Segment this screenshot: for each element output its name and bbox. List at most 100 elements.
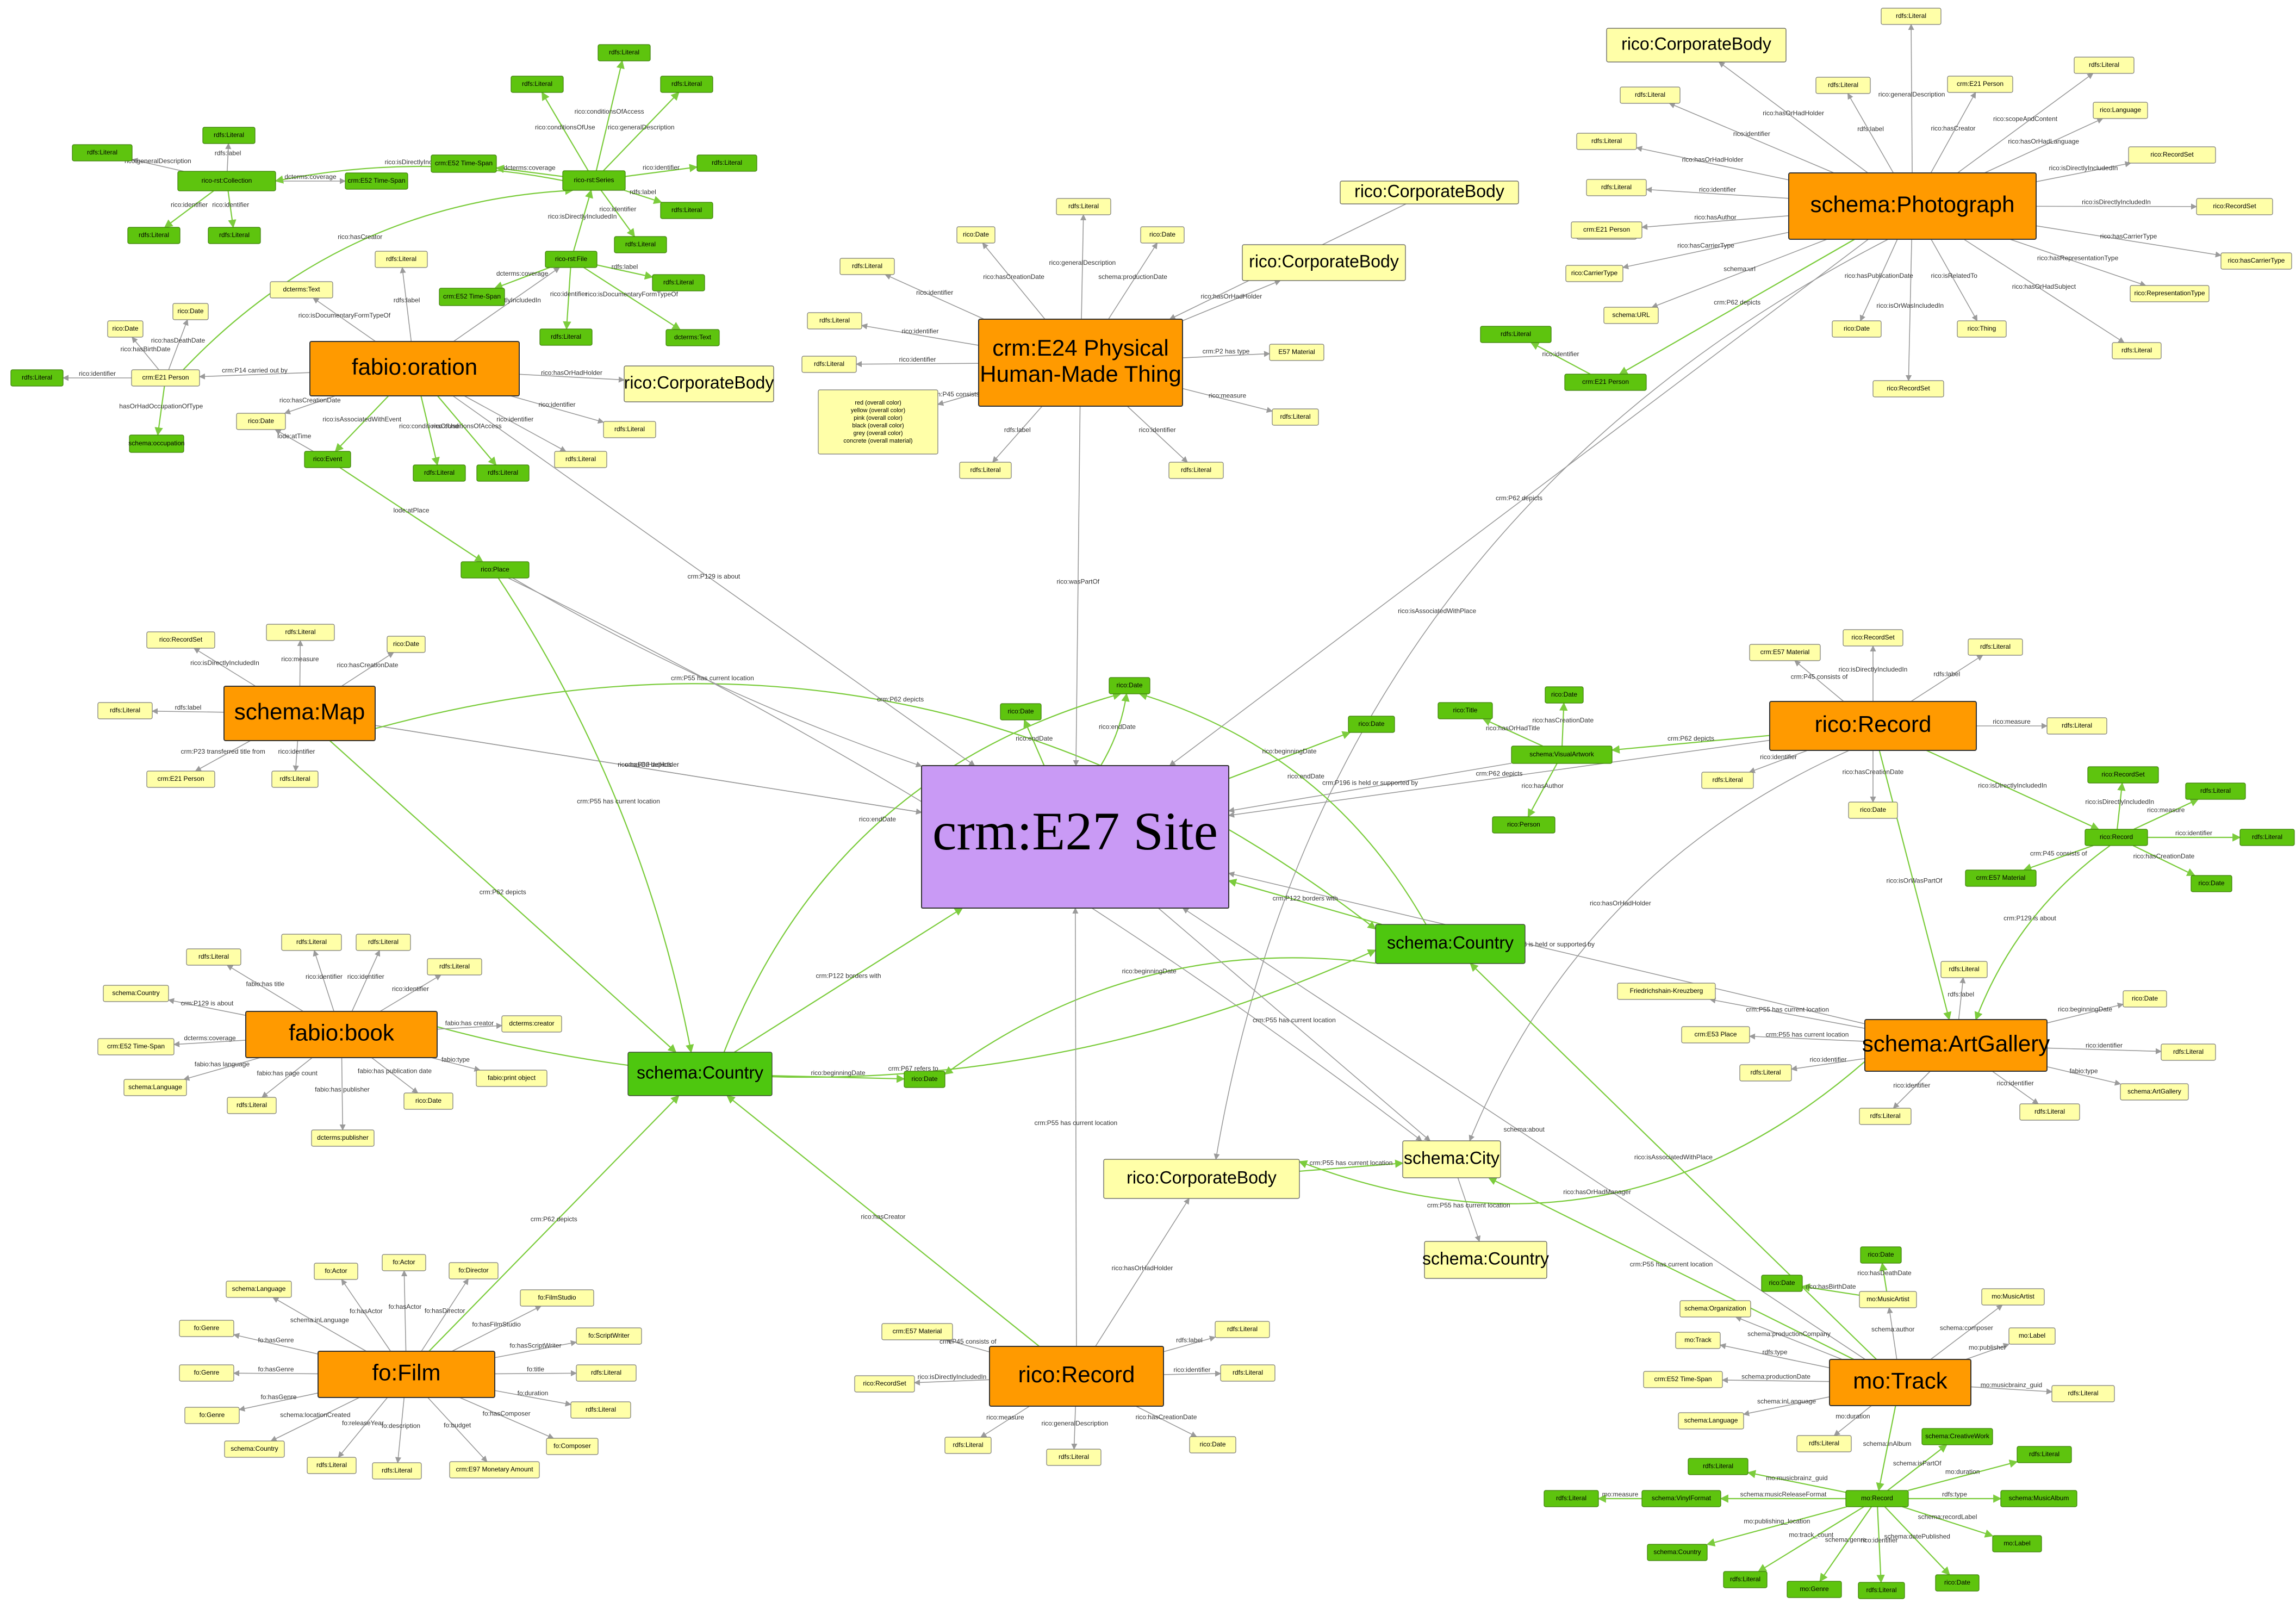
node-r_date_g[interactable]: rico:Date (2191, 875, 2232, 892)
node-e_l1[interactable]: rdfs:Literal (1056, 198, 1111, 215)
node-t_rec[interactable]: mo:Record (1845, 1490, 1909, 1507)
node-record1[interactable]: rico:Record (1769, 701, 1977, 751)
node-corpTop[interactable]: rico:CorporateBody (1340, 181, 1519, 204)
node-o_s_ts[interactable]: crm:E52 Time-Span (431, 154, 497, 173)
node-va_person[interactable]: rico:Person (1492, 816, 1555, 834)
node-map[interactable]: schema:Map (223, 686, 376, 741)
node-f_country[interactable]: schema:Country (224, 1440, 285, 1458)
node-t_lg1[interactable]: rdfs:Literal (1688, 1458, 1749, 1475)
node-b_l5[interactable]: rdfs:Literal (227, 1097, 277, 1114)
node-m_l3[interactable]: rdfs:Literal (271, 771, 319, 788)
node-o_series[interactable]: rico-rst:Series (562, 170, 626, 191)
node-o_l_a[interactable]: rdfs:Literal (413, 464, 466, 482)
node-g_l2[interactable]: rdfs:Literal (1940, 961, 1988, 978)
node-f_studio[interactable]: fo:FilmStudio (520, 1289, 594, 1307)
node-b_ts[interactable]: crm:E52 Time-Span (97, 1038, 175, 1055)
node-oration[interactable]: fabio:oration (309, 341, 520, 396)
node-film[interactable]: fo:Film (318, 1351, 495, 1398)
node-t_date2[interactable]: rico:Date (1860, 1246, 1902, 1264)
node-r_date[interactable]: rico:Date (1848, 802, 1898, 819)
node-p_lang[interactable]: rico:Language (2093, 102, 2148, 119)
node-t_lg4[interactable]: rdfs:Literal (1723, 1571, 1768, 1588)
node-b_creator[interactable]: dcterms:creator (501, 1015, 562, 1033)
node-f_l2[interactable]: rdfs:Literal (570, 1401, 631, 1419)
node-t_ts[interactable]: crm:E52 Time-Span (1643, 1371, 1723, 1388)
node-r_rs[interactable]: rico:RecordSet (1843, 629, 1903, 647)
node-p_rs1[interactable]: rico:RecordSet (2128, 146, 2216, 164)
node-o_coll_l2[interactable]: rdfs:Literal (72, 144, 133, 161)
node-t_l1[interactable]: rdfs:Literal (1796, 1435, 1852, 1452)
node-o_place[interactable]: rico:Place (461, 561, 530, 579)
node-t_org[interactable]: schema:Organization (1679, 1300, 1751, 1318)
node-r2_mat[interactable]: crm:E57 Material (881, 1323, 953, 1340)
node-b_l2[interactable]: rdfs:Literal (281, 934, 342, 951)
node-book[interactable]: fabio:book (245, 1011, 438, 1058)
node-o_coll_l1[interactable]: rdfs:Literal (202, 127, 256, 144)
node-city[interactable]: schema:City (1402, 1140, 1501, 1178)
node-g_l3[interactable]: rdfs:Literal (2161, 1043, 2216, 1061)
node-t_label[interactable]: mo:Label (2008, 1327, 2056, 1345)
node-o_p_occ[interactable]: schema:occupation (128, 434, 185, 453)
node-t_label2[interactable]: mo:Label (1992, 1535, 2042, 1552)
node-cl_date[interactable]: rico:Date (904, 1071, 945, 1088)
node-o_coll[interactable]: rico-rst:Collection (177, 171, 276, 191)
node-corpOr[interactable]: rico:CorporateBody (624, 365, 774, 402)
node-e_colors[interactable]: red (overall color)yellow (overall color… (818, 389, 938, 455)
node-e_l5[interactable]: rdfs:Literal (1272, 408, 1319, 426)
node-record2[interactable]: rico:Record (989, 1346, 1164, 1407)
node-o_l_c[interactable]: rdfs:Literal (554, 451, 607, 468)
node-g_l4[interactable]: rdfs:Literal (1859, 1108, 1912, 1125)
node-p_thing[interactable]: rico:Thing (1957, 320, 2007, 338)
node-p_person3[interactable]: crm:E21 Person (1564, 374, 1647, 391)
node-p_l3[interactable]: rdfs:Literal (2074, 57, 2135, 74)
node-t_country[interactable]: schema:Country (1647, 1544, 1708, 1561)
node-p_l8[interactable]: rdfs:Literal (2112, 342, 2162, 359)
node-site_date1[interactable]: rico:Date (1348, 716, 1395, 733)
node-f_actor1[interactable]: fo:Actor (314, 1263, 358, 1280)
node-e_l2[interactable]: rdfs:Literal (839, 258, 895, 275)
node-p_l1[interactable]: rdfs:Literal (1881, 8, 1942, 25)
node-corpE24[interactable]: rico:CorporateBody (1242, 244, 1406, 281)
node-e_d2[interactable]: rico:Date (1140, 226, 1185, 244)
node-r_l2[interactable]: rdfs:Literal (2046, 717, 2107, 735)
node-o_s_l2[interactable]: rdfs:Literal (598, 44, 651, 61)
node-r2_date[interactable]: rico:Date (1189, 1436, 1236, 1453)
node-t_lg2[interactable]: rdfs:Literal (2017, 1446, 2072, 1463)
node-e_l7[interactable]: rdfs:Literal (1168, 462, 1224, 479)
node-o_s_l1[interactable]: rdfs:Literal (511, 76, 564, 93)
node-b_l1[interactable]: rdfs:Literal (186, 948, 241, 966)
node-o_event[interactable]: rico:Event (304, 451, 351, 468)
node-countryL[interactable]: schema:Country (627, 1052, 773, 1096)
node-p_person1[interactable]: crm:E21 Person (1947, 76, 2013, 93)
node-b_po[interactable]: fabio:print object (476, 1070, 547, 1087)
node-f_l4[interactable]: rdfs:Literal (372, 1462, 422, 1480)
node-m_date[interactable]: rico:Date (387, 636, 426, 653)
node-t_l2[interactable]: rdfs:Literal (2051, 1385, 2115, 1402)
node-f_comp[interactable]: fo:Composer (546, 1438, 599, 1455)
node-t_lg5[interactable]: rdfs:Literal (1858, 1582, 1905, 1599)
node-r2_l4[interactable]: rdfs:Literal (1046, 1449, 1102, 1466)
node-t_ma2[interactable]: mo:MusicArtist (1981, 1288, 2045, 1306)
node-countryB[interactable]: schema:Country (1422, 1241, 1549, 1279)
node-g_fk[interactable]: Friedrichshain-Kreuzberg (1617, 983, 1716, 1000)
node-o_s_l6[interactable]: rdfs:Literal (614, 236, 667, 253)
node-b_lang[interactable]: schema:Language (123, 1079, 187, 1096)
node-t_lg3[interactable]: rdfs:Literal (1544, 1490, 1599, 1507)
node-r_lg2[interactable]: rdfs:Literal (2239, 829, 2295, 846)
node-o_f_ts[interactable]: crm:E52 Time-Span (439, 288, 505, 306)
node-p_url[interactable]: schema:URL (1603, 307, 1659, 324)
node-f_dir[interactable]: fo:Director (449, 1262, 499, 1279)
node-o_file[interactable]: rico-rst:File (545, 251, 598, 268)
node-b_l4[interactable]: rdfs:Literal (427, 958, 482, 976)
node-p_l5[interactable]: rdfs:Literal (1576, 133, 1637, 150)
node-p_date[interactable]: rico:Date (1832, 320, 1882, 338)
node-t_date3[interactable]: rico:Date (1935, 1574, 1980, 1592)
node-o_f_text[interactable]: dcterms:Text (665, 329, 720, 346)
node-g_place[interactable]: crm:E53 Place (1681, 1026, 1750, 1043)
node-countryR[interactable]: schema:Country (1375, 924, 1526, 964)
node-o_s_l4[interactable]: rdfs:Literal (696, 154, 757, 172)
node-r2_l3[interactable]: rdfs:Literal (944, 1437, 992, 1454)
node-photo[interactable]: schema:Photograph (1788, 172, 2037, 240)
node-o_text[interactable]: dcterms:Text (270, 281, 333, 299)
node-p_l2[interactable]: rdfs:Literal (1815, 77, 1871, 94)
